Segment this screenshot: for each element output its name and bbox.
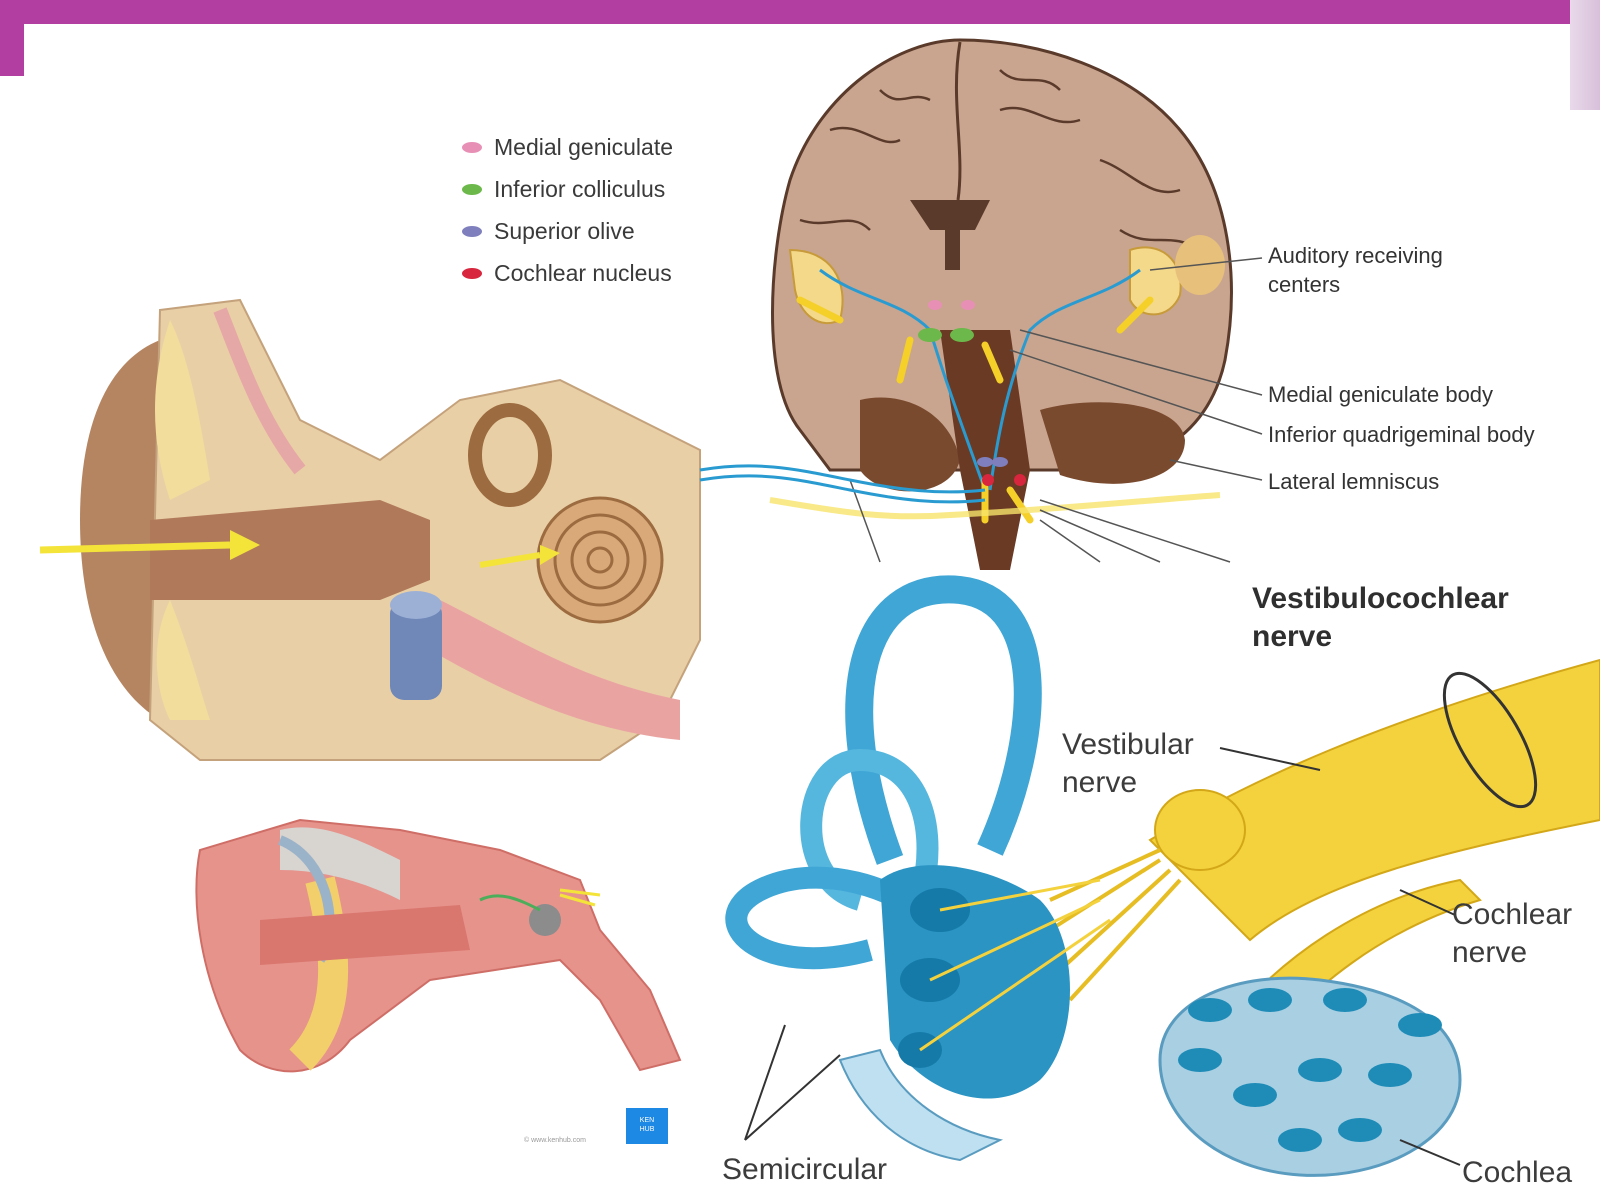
cerebrum — [771, 38, 1233, 472]
semicircular-canal-posterior — [800, 748, 939, 911]
label-cochlea: Cochlea — [1462, 1156, 1573, 1189]
ear-section-illustration — [39, 298, 986, 761]
legend-label: Cochlear nucleus — [494, 259, 672, 286]
label-line: Auditory receiving — [1268, 243, 1443, 268]
legend-label: Inferior colliculus — [494, 175, 666, 202]
cochlea-spiral — [536, 496, 664, 624]
slide-top-frame — [0, 0, 1600, 24]
label-cochlear-nerve: Cochlear nerve — [1452, 896, 1572, 972]
legend-swatch — [462, 225, 482, 237]
cerebellum — [860, 397, 1185, 492]
badge-line: HUB — [639, 1126, 655, 1133]
brain-illustration — [769, 38, 1263, 570]
legend-label: Medial geniculate — [494, 133, 674, 160]
label-lateral-lemniscus: Lateral lemniscus — [1268, 469, 1440, 494]
slide-right-frame — [1570, 0, 1600, 110]
legend-label: Superior olive — [494, 217, 635, 244]
legend-item-superior-olive: Superior olive — [462, 210, 673, 252]
eustachian-tube — [390, 600, 442, 700]
kenhub-logo-badge: KEN HUB — [626, 1108, 668, 1144]
inner-ear-illustration — [725, 575, 1600, 1177]
legend-item-inferior-colliculus: Inferior colliculus — [462, 168, 673, 210]
label-semicircular: Semicircular — [722, 1153, 888, 1186]
label-line: nerve — [1452, 936, 1528, 969]
semicircular-canal-superior — [845, 575, 1042, 865]
badge-line: KEN — [639, 1117, 655, 1124]
kenhub-watermark: © www.kenhub.com — [524, 1137, 586, 1144]
legend-item-cochlear-nucleus: Cochlear nucleus — [462, 252, 673, 294]
legend-swatch — [462, 183, 482, 195]
legend-swatch — [462, 267, 482, 279]
ear-canal — [150, 500, 430, 600]
label-inferior-quadrigeminal-body: Inferior quadrigeminal body — [1268, 422, 1535, 447]
label-line: centers — [1268, 272, 1341, 297]
label-line: Vestibulocochlear — [1252, 582, 1509, 615]
label-line: nerve — [1062, 766, 1138, 799]
legend-swatch — [462, 141, 482, 153]
label-vestibulocochlear-nerve: Vestibulocochlear nerve — [1252, 580, 1509, 656]
small-ear-illustration — [195, 818, 682, 1073]
legend-item-medial-geniculate: Medial geniculate — [462, 126, 673, 168]
label-line: Cochlear — [1452, 898, 1573, 931]
label-line: Vestibular — [1062, 728, 1194, 761]
label-vestibular-nerve: Vestibular nerve — [1062, 726, 1194, 802]
label-medial-geniculate-body: Medial geniculate body — [1268, 382, 1494, 407]
label-line: nerve — [1252, 620, 1333, 653]
label-auditory-receiving-centers: Auditory receiving centers — [1268, 241, 1443, 299]
slide-left-frame — [0, 24, 24, 76]
nuclei-legend: Medial geniculate Inferior colliculus Su… — [462, 126, 673, 294]
